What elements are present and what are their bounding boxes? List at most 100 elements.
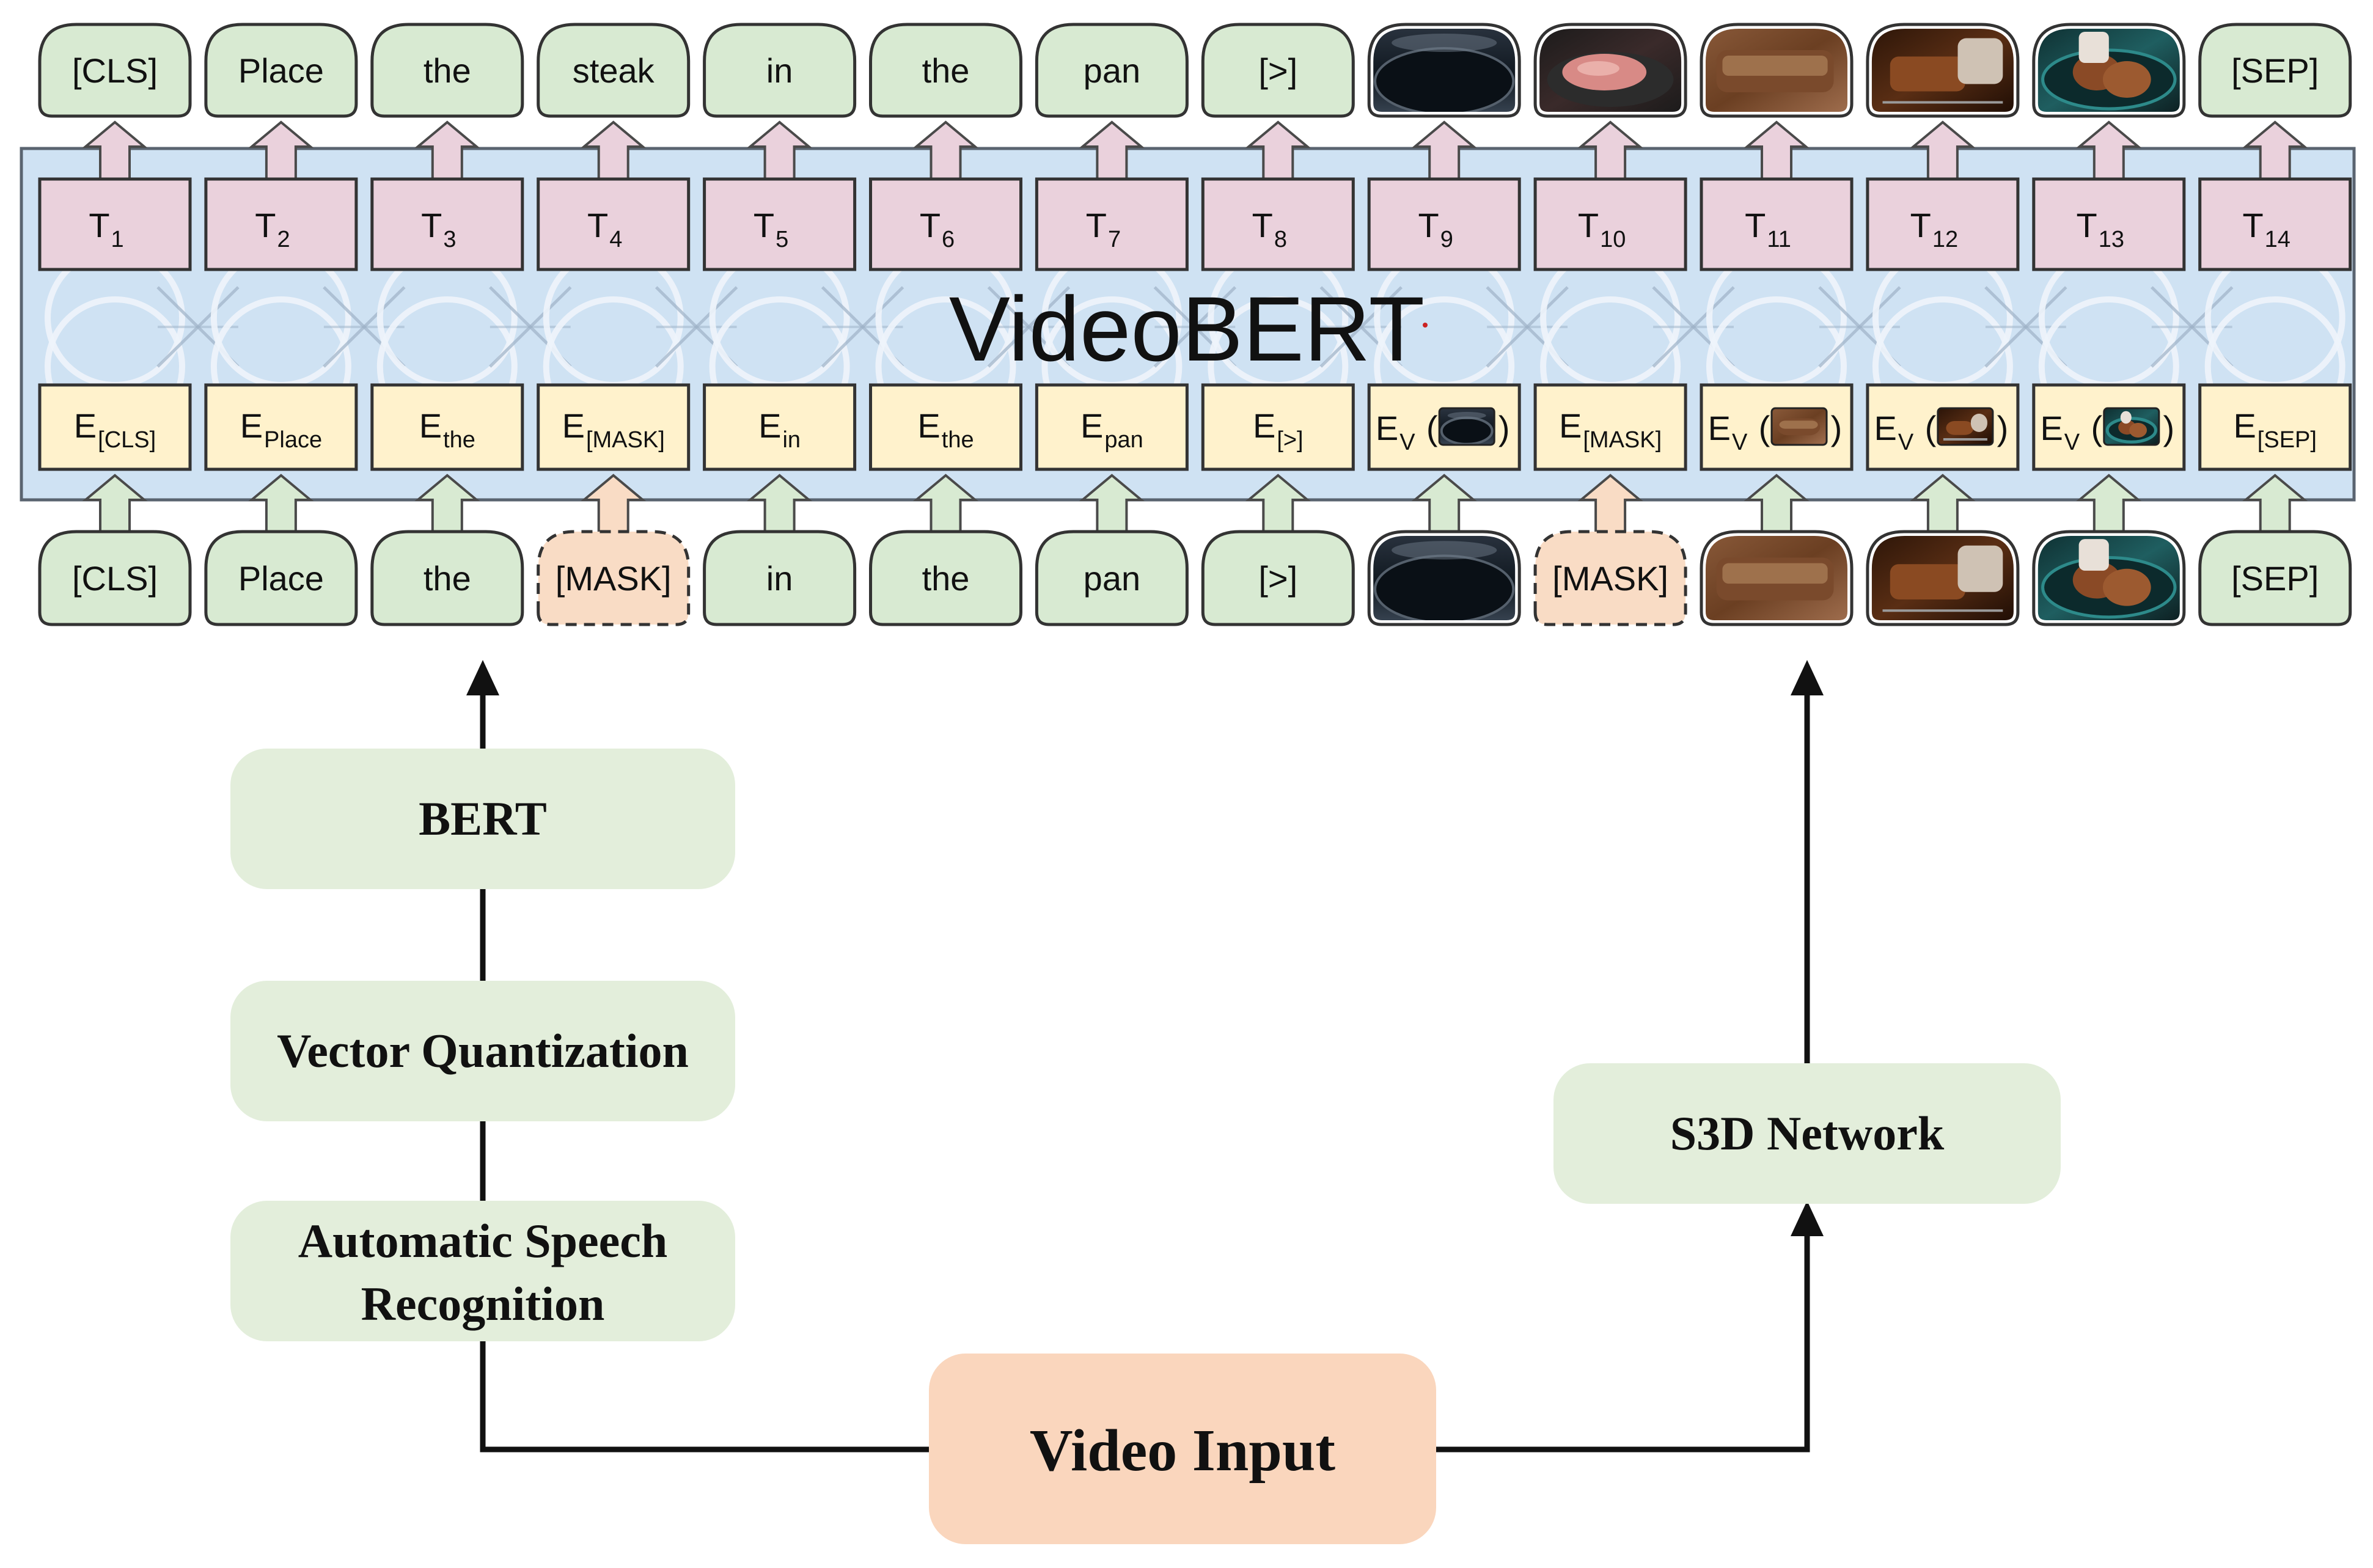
transformer-output-box: T3 bbox=[370, 177, 524, 271]
transformer-output-box: T2 bbox=[204, 177, 358, 271]
output-arrow bbox=[248, 120, 314, 183]
input-token: Place bbox=[204, 530, 358, 626]
output-arrows bbox=[82, 120, 2308, 183]
output-token-label: [>] bbox=[1258, 51, 1297, 90]
video-frame-4 bbox=[1871, 535, 2014, 621]
svg-text:(: ( bbox=[1426, 409, 1438, 447]
input-token-label: the bbox=[922, 559, 970, 598]
transformer-output-box: T12 bbox=[1866, 177, 2020, 271]
video-frame-4 bbox=[1871, 28, 2014, 112]
arrowhead-to-video-tokens bbox=[1791, 660, 1824, 695]
output-arrow bbox=[2076, 120, 2142, 183]
asr-box: Automatic Speech Recognition bbox=[230, 1201, 735, 1341]
output-token: [>] bbox=[1201, 23, 1355, 118]
output-arrow bbox=[581, 120, 647, 183]
input-token: [CLS] bbox=[38, 530, 192, 626]
video-frame-1 bbox=[1373, 535, 1516, 621]
svg-text:(: ( bbox=[1759, 409, 1770, 447]
output-token: the bbox=[370, 23, 524, 118]
svg-text:(: ( bbox=[1925, 409, 1937, 447]
svg-text:): ) bbox=[1997, 409, 2009, 447]
asr-label-line2: Recognition bbox=[361, 1277, 605, 1330]
output-arrow bbox=[912, 120, 979, 183]
output-token: [CLS] bbox=[38, 23, 192, 118]
input-token bbox=[1367, 530, 1521, 626]
output-token-label: in bbox=[766, 51, 793, 90]
svg-text:): ) bbox=[1831, 409, 1843, 447]
input-token: the bbox=[869, 530, 1022, 626]
transformer-output-box: T8 bbox=[1201, 177, 1355, 271]
input-token: [MASK] bbox=[1533, 530, 1687, 626]
input-token-label: in bbox=[766, 559, 793, 598]
output-token: in bbox=[703, 23, 857, 118]
output-token: steak bbox=[537, 23, 691, 118]
input-token-label: [MASK] bbox=[1552, 559, 1668, 598]
output-token bbox=[1367, 23, 1521, 118]
output-token-label: the bbox=[922, 51, 970, 90]
output-arrow bbox=[1744, 120, 1810, 183]
output-arrow bbox=[1910, 120, 1976, 183]
output-token-label: [SEP] bbox=[2231, 51, 2319, 90]
transformer-output-box: T6 bbox=[869, 177, 1022, 271]
input-token-label: [MASK] bbox=[556, 559, 672, 598]
output-token bbox=[1866, 23, 2020, 118]
title-marker-dot bbox=[1423, 323, 1428, 328]
video-frame-5 bbox=[2037, 28, 2180, 112]
output-token-label: steak bbox=[573, 51, 655, 90]
output-token bbox=[1533, 23, 1687, 118]
embedding-box: EV() bbox=[2032, 383, 2186, 471]
video-frame-3 bbox=[1705, 28, 1848, 112]
pipeline-arrowheads bbox=[466, 660, 1824, 1236]
input-token: [>] bbox=[1201, 530, 1355, 626]
input-token-label: [CLS] bbox=[72, 559, 158, 598]
embedding-thumbnail bbox=[1438, 407, 1495, 446]
video-frame-3 bbox=[1705, 535, 1848, 621]
s3d-network-box: S3D Network bbox=[1553, 1063, 2061, 1204]
output-token-label: Place bbox=[238, 51, 324, 90]
transformer-output-box: T13 bbox=[2032, 177, 2186, 271]
embedding-box: E[CLS] bbox=[38, 383, 192, 471]
output-token: Place bbox=[204, 23, 358, 118]
embedding-box: E[SEP] bbox=[2198, 383, 2352, 471]
embedding-box: EV() bbox=[1367, 383, 1521, 471]
svg-text:(: ( bbox=[2091, 409, 2102, 447]
output-token-label: [CLS] bbox=[72, 51, 158, 90]
input-token bbox=[1700, 530, 1854, 626]
transformer-output-box: T9 bbox=[1367, 177, 1521, 271]
output-arrow bbox=[82, 120, 148, 183]
embedding-box: Ethe bbox=[869, 383, 1022, 471]
svg-text:): ) bbox=[1498, 409, 1510, 447]
s3d-network-label: S3D Network bbox=[1670, 1107, 1945, 1160]
embedding-thumbnail bbox=[1937, 407, 1994, 446]
output-token bbox=[1700, 23, 1854, 118]
output-arrow bbox=[1577, 120, 1643, 183]
transformer-output-box: T5 bbox=[703, 177, 857, 271]
output-arrow bbox=[1245, 120, 1311, 183]
transformer-output-box: T7 bbox=[1035, 177, 1189, 271]
input-token: [SEP] bbox=[2198, 530, 2352, 626]
output-arrow bbox=[747, 120, 813, 183]
embedding-box: Epan bbox=[1035, 383, 1189, 471]
input-token: the bbox=[370, 530, 524, 626]
embedding-box: EV() bbox=[1700, 383, 1854, 471]
input-token bbox=[2032, 530, 2186, 626]
output-arrow bbox=[1079, 120, 1145, 183]
output-arrow bbox=[414, 120, 480, 183]
embedding-box: Ein bbox=[703, 383, 857, 471]
transformer-output-box: T11 bbox=[1700, 177, 1854, 271]
output-arrow bbox=[2242, 120, 2308, 183]
transformer-output-box: T10 bbox=[1533, 177, 1687, 271]
embedding-thumbnail bbox=[1770, 407, 1828, 446]
vector-quantization-label: Vector Quantization bbox=[277, 1024, 689, 1077]
transformer-output-box: T4 bbox=[537, 177, 691, 271]
input-token bbox=[1866, 530, 2020, 626]
bert-label: BERT bbox=[419, 792, 547, 845]
videobert-title: VideoBERT bbox=[949, 277, 1425, 380]
input-token-label: the bbox=[424, 559, 471, 598]
video-frame-5 bbox=[2037, 535, 2180, 621]
embedding-box: EV() bbox=[1866, 383, 2020, 471]
